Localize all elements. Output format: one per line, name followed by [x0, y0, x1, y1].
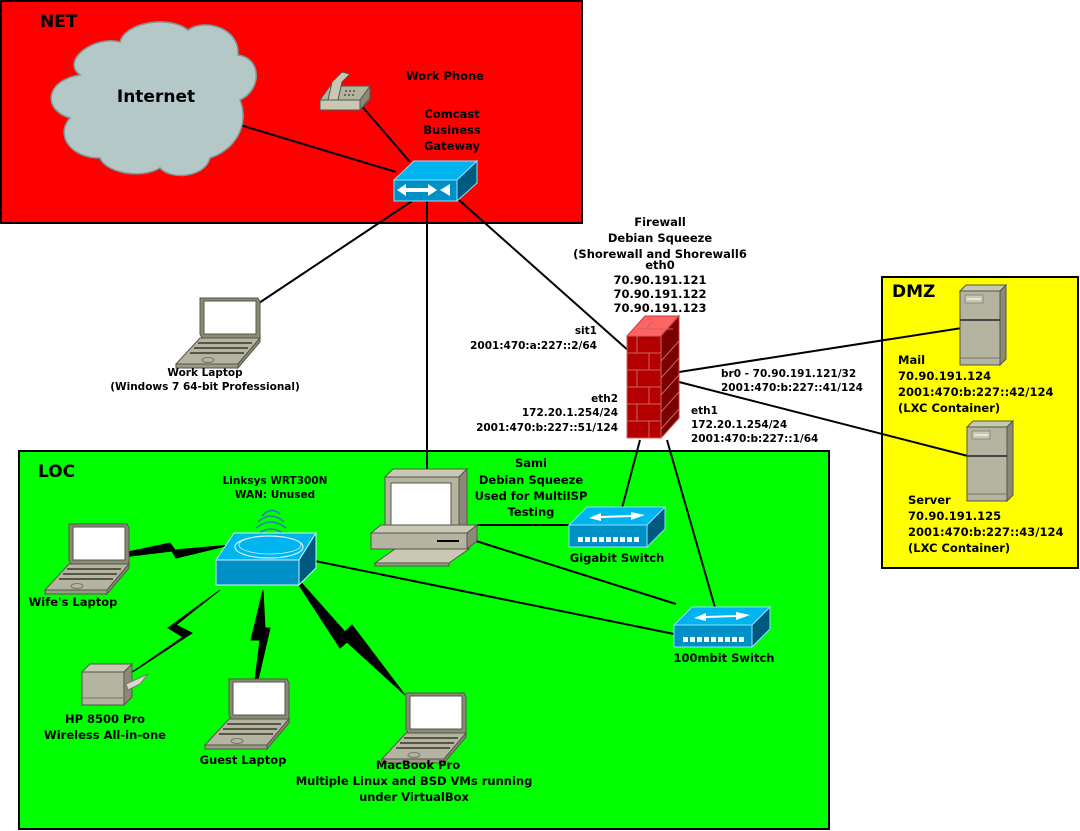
mail-label-container: (LXC Container): [898, 401, 1000, 415]
switch-icon: [673, 606, 771, 648]
mail-label-name: Mail: [898, 353, 925, 367]
printer-label-line-2: Wireless All-in-one: [44, 728, 166, 742]
server-label-ipv4: 70.90.191.125: [908, 509, 1001, 523]
macbook-label-line-3: under VirtualBox: [359, 790, 469, 804]
mail-label-ipv4: 70.90.191.124: [898, 369, 991, 383]
linksys-label-line-1: Linksys WRT300N: [223, 475, 328, 487]
work-laptop-label-line-2: (Windows 7 64-bit Professional): [110, 381, 300, 393]
firewall-title-line-2: Debian Squeeze: [608, 231, 712, 245]
100mbit-switch[interactable]: 100mbit Switch: [673, 606, 775, 665]
link-linksys-100mbit: [314, 560, 675, 635]
firewall-br0-ipv4: br0 - 70.90.191.121/32: [721, 368, 856, 380]
server-label-container: (LXC Container): [908, 541, 1010, 555]
firewall[interactable]: Firewall Debian Squeeze (Shorewall and S…: [470, 215, 863, 445]
sami-label-line-2: Debian Squeeze: [479, 473, 583, 487]
link-phone-gateway: [359, 103, 411, 163]
sami-label-line-1: Sami: [515, 456, 547, 470]
firewall-eth1-ipv4: 172.20.1.254/24: [691, 419, 787, 431]
gateway-label-line-3: Gateway: [424, 139, 481, 153]
linksys-router[interactable]: Linksys WRT300N WAN: Unused: [215, 475, 328, 587]
zone-dmz-title: DMZ: [892, 282, 935, 302]
switch-icon: [568, 506, 666, 548]
internet-cloud[interactable]: Internet: [50, 21, 257, 177]
wireless-link-wife-laptop: [122, 542, 231, 559]
firewall-eth1-name: eth1: [691, 405, 718, 417]
work-phone-label: Work Phone: [406, 69, 484, 83]
link-gateway-worklaptop: [255, 200, 413, 306]
mail-label-ipv6: 2001:470:b:227::42/124: [898, 385, 1053, 399]
laptop-icon: [175, 297, 261, 369]
work-phone[interactable]: Work Phone: [319, 69, 484, 112]
sami-label-line-4: Testing: [508, 505, 555, 519]
printer-label-line-1: HP 8500 Pro: [65, 712, 145, 726]
firewall-sit1-ip: 2001:470:a:227::2/64: [470, 340, 597, 352]
printer-icon: [80, 662, 149, 707]
gigabit-switch[interactable]: Gigabit Switch: [568, 506, 666, 565]
wife-laptop[interactable]: Wife's Laptop: [29, 523, 130, 609]
macbook-label-line-1: MacBook Pro: [376, 758, 460, 772]
firewall-eth2-ipv4: 172.20.1.254/24: [522, 407, 618, 419]
wireless-link-guest-laptop: [250, 589, 271, 681]
linksys-label-line-2: WAN: Unused: [235, 489, 315, 501]
router-icon: [392, 159, 479, 203]
phone-icon: [319, 71, 371, 112]
internet-label: Internet: [117, 87, 195, 107]
wireless-router-icon: [215, 509, 317, 587]
guest-laptop-label: Guest Laptop: [200, 753, 287, 767]
firewall-title-line-1: Firewall: [634, 215, 686, 229]
server-label-ipv6: 2001:470:b:227::43/124: [908, 525, 1063, 539]
link-internet-gateway: [239, 124, 397, 173]
sami-label-line-3: Used for MultiISP: [475, 489, 588, 503]
link-firewall-gigabit: [621, 439, 641, 509]
firewall-sit1-name: sit1: [575, 325, 597, 337]
link-sami-100mbit: [475, 540, 677, 605]
sami-desktop[interactable]: Sami Debian Squeeze Used for MultiISP Te…: [369, 456, 588, 567]
server-icon: [966, 420, 1014, 502]
link-firewall-100mbit: [666, 439, 717, 612]
wife-laptop-label: Wife's Laptop: [29, 595, 118, 609]
hp-printer[interactable]: HP 8500 Pro Wireless All-in-one: [44, 662, 166, 742]
firewall-br0-ipv6: 2001:470:b:227::41/124: [721, 382, 863, 394]
link-firewall-mail: [678, 327, 963, 373]
zone-loc-title: LOC: [38, 462, 75, 482]
firewall-eth0-ip-3: 70.90.191.123: [613, 301, 706, 315]
server-icon: [959, 284, 1007, 366]
firewall-eth0-ip-1: 70.90.191.121: [613, 273, 706, 287]
gateway-label-line-1: Comcast: [424, 107, 480, 121]
desktop-icon: [369, 467, 479, 567]
wireless-link-printer: [131, 589, 221, 673]
guest-laptop[interactable]: Guest Laptop: [200, 678, 290, 767]
macbook-pro[interactable]: MacBook Pro Multiple Linux and BSD VMs r…: [296, 692, 533, 804]
firewall-eth0-name: eth0: [645, 258, 675, 272]
link-firewall-server: [678, 381, 969, 457]
zone-net-title: NET: [40, 12, 78, 32]
firewall-title-line-3: (Shorewall and Shorewall6: [573, 247, 747, 261]
cloud-icon: [50, 21, 257, 177]
link-gateway-firewall: [458, 199, 631, 353]
gateway-label-line-2: Business: [423, 123, 481, 137]
wireless-link-macbook: [296, 576, 406, 696]
wireless-links: [122, 542, 406, 696]
work-laptop[interactable]: Work Laptop (Windows 7 64-bit Profession…: [110, 297, 300, 393]
firewall-eth2-name: eth2: [591, 393, 618, 405]
comcast-gateway[interactable]: Comcast Business Gateway: [392, 107, 481, 203]
mail-server[interactable]: Mail 70.90.191.124 2001:470:b:227::42/12…: [898, 284, 1053, 415]
wired-links: [239, 103, 969, 635]
firewall-icon: [625, 314, 681, 440]
work-laptop-label-line-1: Work Laptop: [167, 367, 243, 379]
100mbit-switch-label: 100mbit Switch: [673, 651, 774, 665]
gigabit-switch-label: Gigabit Switch: [570, 551, 664, 565]
firewall-eth2-ipv6: 2001:470:b:227::51/124: [476, 422, 618, 434]
firewall-eth0-ip-2: 70.90.191.122: [613, 287, 706, 301]
server-label-name: Server: [908, 493, 951, 507]
web-server[interactable]: Server 70.90.191.125 2001:470:b:227::43/…: [908, 420, 1063, 555]
firewall-eth1-ipv6: 2001:470:b:227::1/64: [691, 433, 818, 445]
macbook-label-line-2: Multiple Linux and BSD VMs running: [296, 774, 533, 788]
